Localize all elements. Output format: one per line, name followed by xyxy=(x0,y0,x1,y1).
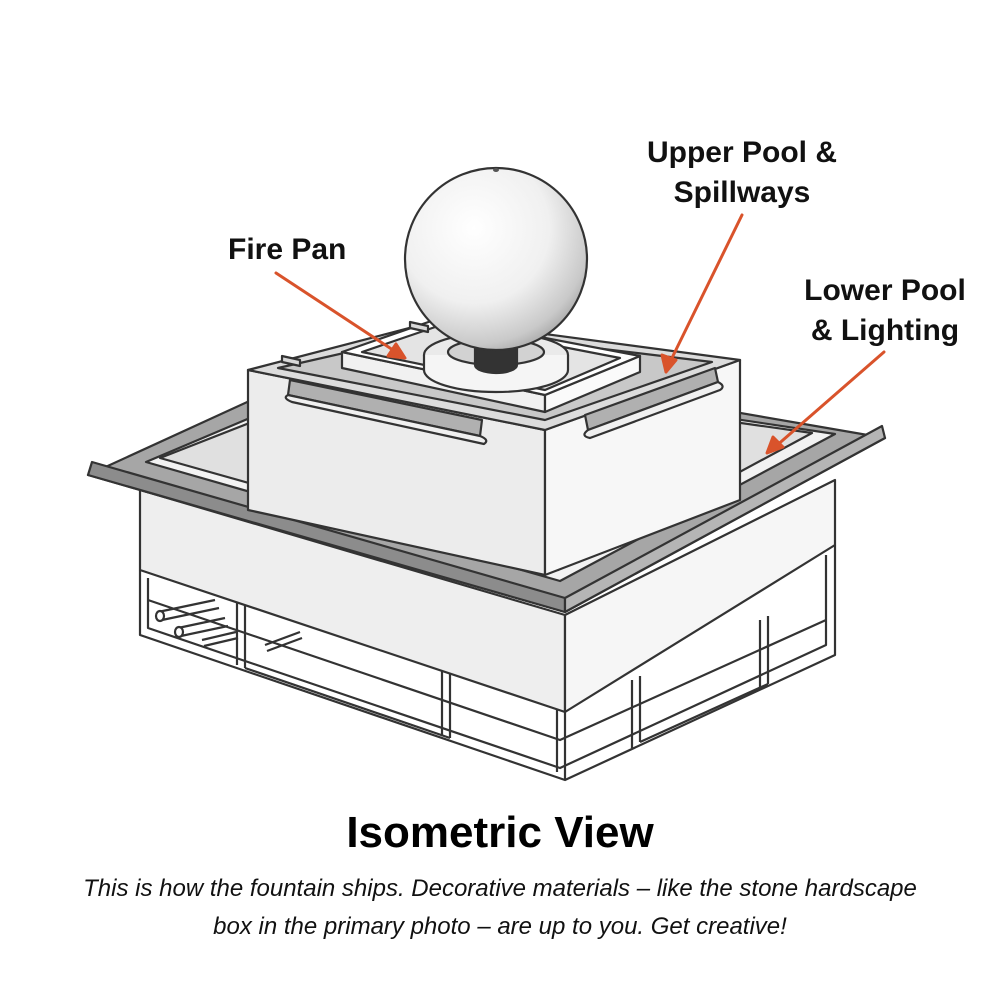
upper-pool-arrow xyxy=(660,213,744,374)
upper-pool-label-line2: Spillways xyxy=(673,176,811,209)
lower-pool-label-line2: & Lighting xyxy=(810,314,960,347)
lower-pool-label-line1: Lower Pool xyxy=(804,274,966,307)
page-title: Isometric View xyxy=(346,808,654,857)
fire-pan-label: Fire Pan xyxy=(228,233,347,266)
lower-basin xyxy=(138,478,837,714)
fountain-sphere xyxy=(403,166,589,375)
fire-pan-arrow xyxy=(274,271,407,360)
upper-pool-label-line1: Upper Pool & xyxy=(646,136,837,169)
plumbing-pipes xyxy=(154,598,303,653)
upper-pool-label: Upper Pool & Spillways xyxy=(630,133,854,213)
base-frame xyxy=(138,545,837,782)
spillways xyxy=(280,320,724,446)
lower-pool-arrow xyxy=(765,350,886,455)
lower-pool-label: Lower Pool & Lighting xyxy=(790,271,980,351)
caption-text: This is how the fountain ships. Decorati… xyxy=(83,875,917,940)
